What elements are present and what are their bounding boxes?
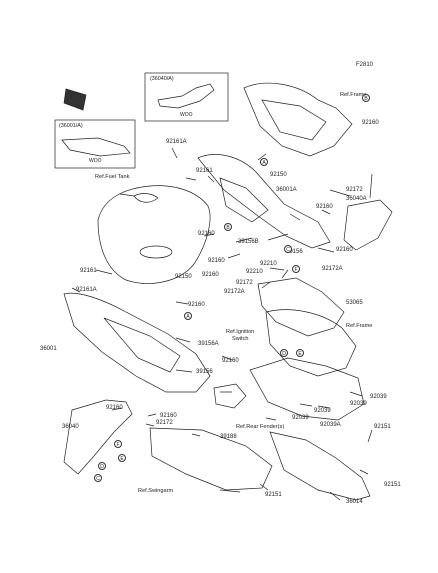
ref-rear-fender: Ref.Rear Fender(s) bbox=[236, 424, 285, 430]
part-label: 92161 bbox=[80, 268, 97, 274]
lower-cover-left bbox=[63, 399, 133, 475]
inset-part-left bbox=[61, 137, 131, 157]
ref-swingarm: Ref.Swingarm bbox=[138, 488, 174, 494]
callout-c: C bbox=[284, 245, 292, 253]
part-label: 92160 bbox=[208, 258, 225, 264]
callout-e: E bbox=[118, 454, 126, 462]
inset-top-sub: WOO bbox=[180, 112, 193, 118]
part-label: 39156A bbox=[198, 341, 219, 347]
tail-piece bbox=[257, 277, 345, 337]
callout-e: E bbox=[296, 349, 304, 357]
leader-lines bbox=[71, 147, 373, 501]
figure-code: F2810 bbox=[356, 62, 374, 68]
rear-cowl-right bbox=[343, 199, 393, 251]
part-label: 92160 bbox=[202, 272, 219, 278]
part-label: 92172A bbox=[224, 289, 245, 295]
part-label: 92039 bbox=[292, 415, 309, 421]
inset-left-sub: WOO bbox=[89, 158, 102, 164]
callout-d: D bbox=[280, 349, 288, 357]
part-label: 92039 bbox=[350, 401, 367, 407]
part-label: 92160 bbox=[316, 204, 333, 210]
side-cover-upper bbox=[197, 154, 331, 249]
fuel-tank bbox=[97, 185, 211, 284]
part-label: 92039A bbox=[320, 422, 341, 428]
part-label: 92172 bbox=[346, 187, 363, 193]
part-label: 36040 bbox=[62, 424, 79, 430]
part-label: 92160 bbox=[188, 302, 205, 308]
front-direction-badge bbox=[63, 88, 87, 111]
part-label: 36040A bbox=[346, 196, 367, 202]
callout-b: B bbox=[362, 94, 370, 102]
inset-box-top bbox=[144, 72, 229, 122]
ref-frame-mid: Ref.Frame bbox=[346, 323, 373, 329]
frame-middle bbox=[265, 309, 357, 377]
fuel-tank-cap bbox=[133, 193, 159, 203]
part-label: 92039 bbox=[370, 394, 387, 400]
callout-f: F bbox=[292, 265, 300, 273]
frame-lower bbox=[249, 357, 365, 421]
part-label: 92210 bbox=[260, 261, 277, 267]
callout-a: A bbox=[184, 312, 192, 320]
rear-fender bbox=[269, 431, 371, 501]
lower-side-cowl-inner bbox=[103, 317, 181, 373]
bracket-center bbox=[213, 383, 247, 409]
part-label: 92161A bbox=[76, 287, 97, 293]
ref-frame-top: Ref.Frame bbox=[340, 92, 367, 98]
ref-fuel-tank: Ref.Fuel Tank bbox=[95, 174, 130, 180]
part-label: 39156B bbox=[238, 239, 259, 245]
inset-top-caption: (36040/A) bbox=[150, 76, 174, 82]
part-label: 92172 bbox=[156, 420, 173, 426]
fuel-tank-emblem bbox=[139, 245, 173, 259]
callout-c: C bbox=[94, 474, 102, 482]
part-label: 92151 bbox=[265, 492, 282, 498]
inset-left-caption: (36001/A) bbox=[59, 123, 83, 129]
part-label: 92160 bbox=[222, 358, 239, 364]
part-label: 92151 bbox=[374, 424, 391, 430]
part-label: 92160 bbox=[198, 231, 215, 237]
ref-ignition-2: Switch bbox=[232, 336, 249, 342]
side-cover-upper-inner bbox=[219, 177, 269, 223]
part-label: 92160 bbox=[160, 413, 177, 419]
inset-part-top bbox=[157, 83, 215, 109]
part-label: 92161 bbox=[196, 168, 213, 174]
part-label: 92160 bbox=[106, 405, 123, 411]
inset-box-left bbox=[54, 119, 136, 169]
part-label: 92039 bbox=[314, 408, 331, 414]
part-label: 39156 bbox=[286, 249, 303, 255]
part-label: 92161A bbox=[166, 139, 187, 145]
swingarm bbox=[149, 427, 273, 491]
part-label: 53065 bbox=[346, 300, 363, 306]
part-label: 92160 bbox=[336, 247, 353, 253]
part-label: 36014 bbox=[346, 499, 363, 505]
callout-f: F bbox=[114, 440, 122, 448]
callout-d: D bbox=[98, 462, 106, 470]
part-label: 92172A bbox=[322, 266, 343, 272]
part-label: 92151 bbox=[384, 482, 401, 488]
part-label: 36001A bbox=[276, 187, 297, 193]
part-label: 92172 bbox=[236, 280, 253, 286]
part-label: 92150 bbox=[270, 172, 287, 178]
part-label: 39156 bbox=[196, 369, 213, 375]
part-label: 92150 bbox=[175, 274, 192, 280]
ref-ignition-1: Ref.Ignition bbox=[226, 329, 255, 335]
part-label: 36001 bbox=[40, 346, 57, 352]
frame-top-inner bbox=[261, 99, 327, 141]
part-label: 92160 bbox=[362, 120, 379, 126]
lower-side-cowl bbox=[63, 292, 211, 393]
part-label: 92210 bbox=[246, 269, 263, 275]
callout-b: B bbox=[224, 223, 232, 231]
part-label: 39188 bbox=[220, 434, 237, 440]
callout-a: A bbox=[260, 158, 268, 166]
frame-top bbox=[243, 82, 353, 157]
